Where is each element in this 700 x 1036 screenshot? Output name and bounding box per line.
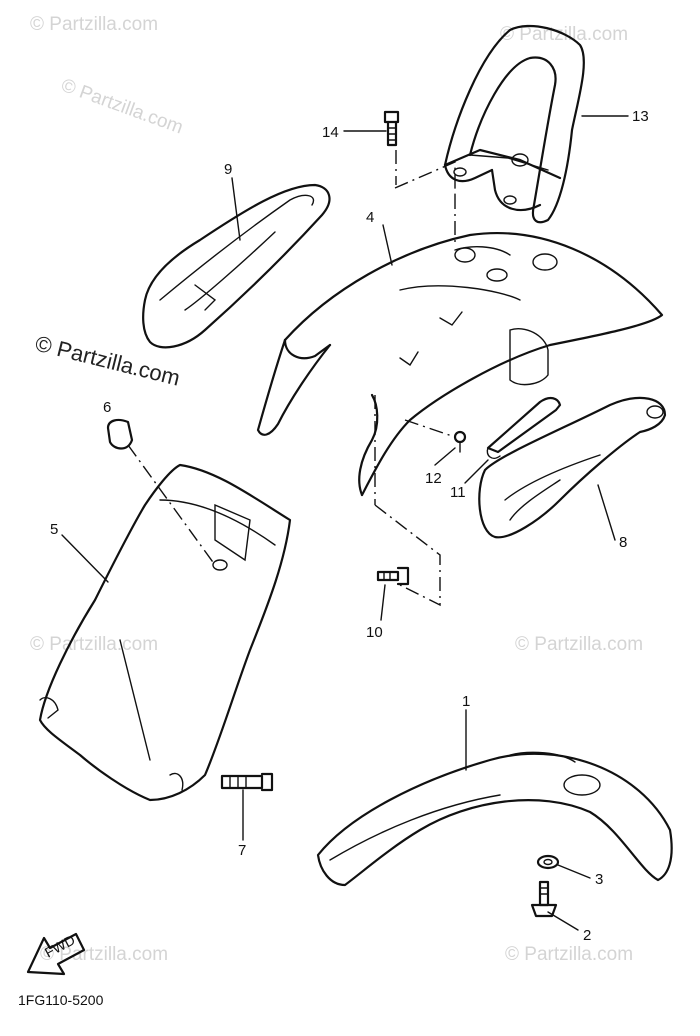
- clip-6: [106, 418, 134, 450]
- leader-lines: [61, 115, 629, 931]
- callout-8: 8: [619, 534, 627, 551]
- bracket-11: [486, 396, 562, 459]
- callout-12: 12: [425, 470, 442, 487]
- bolt-7: [220, 772, 274, 792]
- nut-3: [536, 854, 560, 870]
- rear-fender: [256, 232, 664, 497]
- bolt-2: [530, 880, 558, 918]
- watermark: © Partzilla.com: [30, 14, 158, 35]
- drawing-code: 1FG110-5200: [18, 992, 104, 1008]
- bolt-10: [376, 566, 410, 586]
- callout-labels: 1 2 3 4 5 6 7 8 9 10 11 12 13 14: [50, 108, 649, 944]
- watermark-group: © Partzilla.com © Partzilla.com © Partzi…: [30, 14, 643, 965]
- watermark: © Partzilla.com: [515, 634, 643, 655]
- assembly-lines: [127, 150, 456, 607]
- callout-10: 10: [366, 624, 383, 641]
- side-cover-left: [142, 183, 331, 349]
- callout-7: 7: [238, 842, 246, 859]
- bolt-14: [383, 110, 400, 147]
- callout-4: 4: [366, 209, 374, 226]
- callout-11: 11: [450, 484, 466, 501]
- callout-6: 6: [103, 399, 111, 416]
- grab-bar: [443, 25, 585, 224]
- callout-13: 13: [632, 108, 649, 125]
- watermark: © Partzilla.com: [58, 75, 185, 139]
- watermark: © Partzilla.com: [40, 944, 168, 965]
- callout-9: 9: [224, 161, 232, 178]
- watermark-dark: © Partzilla.com: [33, 331, 183, 391]
- callout-2: 2: [583, 927, 591, 944]
- watermark: © Partzilla.com: [30, 634, 158, 655]
- watermark: © Partzilla.com: [505, 944, 633, 965]
- callout-3: 3: [595, 871, 603, 888]
- flap-5: [38, 463, 292, 802]
- front-fender: [316, 751, 673, 887]
- callout-14: 14: [322, 124, 339, 141]
- callout-5: 5: [50, 521, 58, 538]
- callout-1: 1: [462, 693, 470, 710]
- side-cover-right: [478, 396, 667, 539]
- screw-12: [453, 430, 467, 453]
